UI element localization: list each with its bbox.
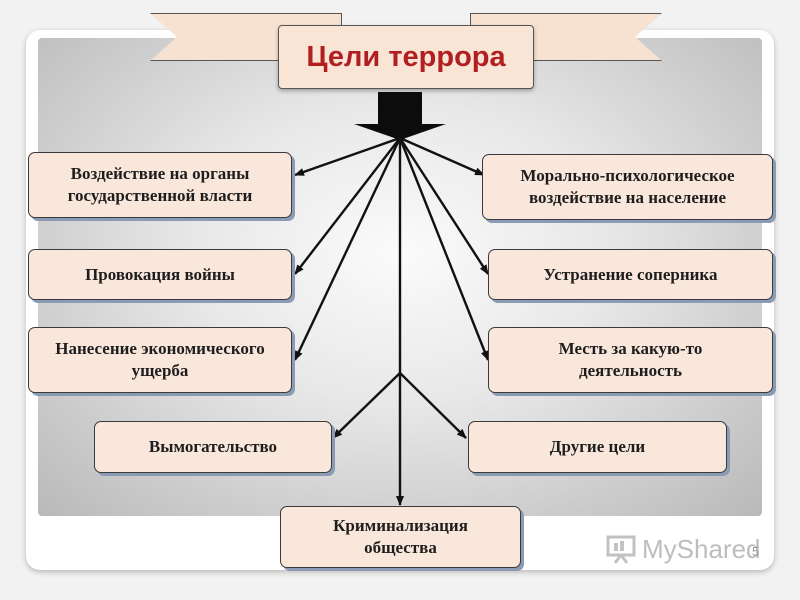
- arrow-to-left-goal-3: [293, 137, 402, 361]
- watermark-text: MyShared: [642, 533, 761, 564]
- goal-label: Нанесение экономического ущерба: [55, 339, 265, 380]
- goal-label: Другие цели: [549, 437, 646, 456]
- diagram-title-text: Цели террора: [306, 40, 506, 73]
- slide-number: 5: [752, 544, 760, 559]
- arrow-to-left-goal-4: [332, 372, 401, 439]
- arrow-to-right-goal-2: [398, 137, 490, 275]
- goal-box-left-1: Воздействие на органы государственной вл…: [28, 152, 292, 218]
- goal-label: Вымогательство: [148, 437, 278, 456]
- diagram-title: Цели террора: [278, 25, 534, 89]
- arrow-to-right-goal-1: [399, 136, 485, 177]
- goal-box-left-3: Нанесение экономического ущерба: [28, 327, 292, 393]
- goal-label: Провокация войны: [85, 264, 235, 284]
- goal-box-left-2: Провокация войны: [28, 249, 292, 300]
- arrow-to-right-goal-4: [399, 372, 467, 439]
- goal-label: Воздействие на органы государственной вл…: [67, 164, 253, 205]
- presentation-icon: [606, 535, 636, 564]
- goal-label: Устранение соперника: [543, 264, 718, 284]
- goal-box-bottom: Криминализация общества: [280, 506, 521, 568]
- goal-box-left-4: Вымогательство: [94, 421, 332, 473]
- goal-label: Морально-психологическое воздействие на …: [520, 166, 735, 207]
- goal-box-right-2: Устранение соперника: [488, 249, 773, 300]
- hub-arrow: [354, 92, 446, 140]
- arrow-to-right-goal-3: [398, 137, 490, 361]
- arrow-to-left-goal-2: [294, 137, 401, 275]
- arrow-to-left-goal-1: [294, 136, 401, 177]
- goal-label: Месть за какую-то деятельность: [558, 339, 703, 380]
- watermark: MyShared: [606, 533, 761, 565]
- goal-label: Криминализация общества: [333, 516, 468, 557]
- goal-box-right-4: Другие цели: [468, 421, 727, 473]
- goal-box-right-3: Месть за какую-то деятельность: [488, 327, 773, 393]
- goal-box-right-1: Морально-психологическое воздействие на …: [482, 154, 773, 220]
